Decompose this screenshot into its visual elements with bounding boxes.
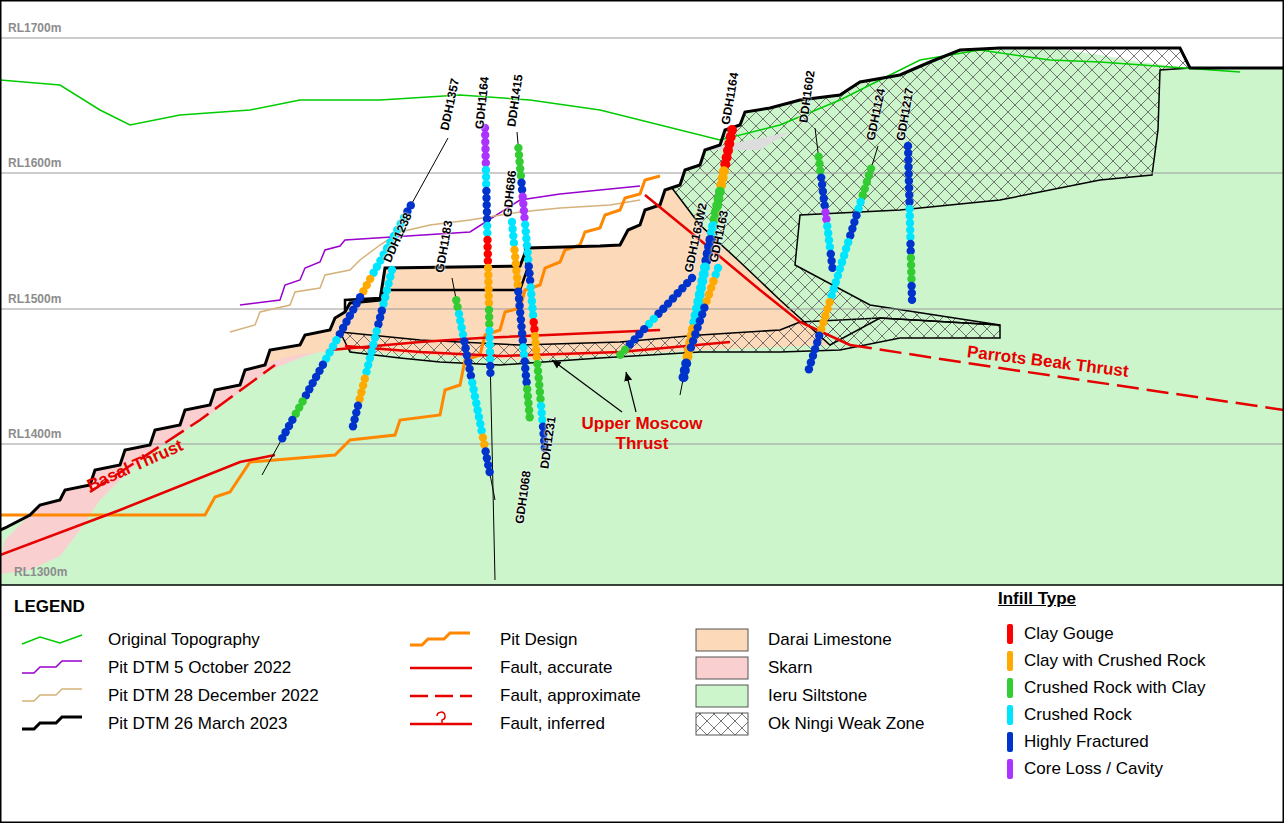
legend-text: Pit DTM 28 December 2022 bbox=[108, 686, 319, 706]
drill-hole bbox=[620, 278, 692, 355]
legend-text: Pit Design bbox=[500, 630, 577, 650]
legend-text: Fault, inferred bbox=[500, 714, 605, 734]
infill-dot bbox=[471, 392, 479, 400]
legend-hatch-sample bbox=[696, 713, 748, 735]
legend-line-sample bbox=[437, 712, 445, 724]
legend-text: Pit DTM 5 October 2022 bbox=[108, 658, 291, 678]
infill-dot bbox=[475, 413, 483, 421]
legend-line-sample bbox=[22, 717, 82, 729]
legend-swatch bbox=[1007, 759, 1013, 779]
infill-dot bbox=[463, 351, 471, 359]
rl-level: RL1700m bbox=[8, 22, 61, 36]
infill-dot bbox=[616, 351, 624, 359]
drill-hole bbox=[262, 138, 448, 475]
infill-dot bbox=[278, 434, 286, 442]
legend-text: Fault, accurate bbox=[500, 658, 612, 678]
infill-dot bbox=[457, 324, 465, 332]
infill-dot bbox=[486, 369, 494, 377]
rl-level: RL1400m bbox=[8, 428, 61, 442]
infill-dot bbox=[467, 372, 475, 380]
legend-swatch bbox=[1007, 678, 1013, 698]
rl-level: RL1300m bbox=[14, 566, 67, 580]
legend-swatch bbox=[1007, 651, 1013, 671]
infill-dot bbox=[484, 461, 492, 469]
legend-swatch bbox=[696, 657, 748, 679]
legend-line-sample bbox=[410, 695, 472, 698]
legend-swatch bbox=[1007, 732, 1013, 752]
legend-text: Highly Fractured bbox=[1024, 732, 1149, 752]
legend-line-sample bbox=[410, 633, 470, 645]
legend-line-sample bbox=[22, 635, 82, 644]
infill-dot bbox=[679, 372, 689, 382]
fault-name: Upper Moscow Thrust bbox=[572, 414, 712, 453]
legend-text: Clay Gouge bbox=[1024, 624, 1114, 644]
legend-line-sample bbox=[410, 723, 472, 726]
infill-dot bbox=[828, 264, 836, 272]
rl-level: RL1600m bbox=[8, 157, 61, 171]
legend-heading: LEGEND bbox=[14, 597, 85, 617]
legend-line-sample bbox=[410, 667, 472, 670]
infill-dot bbox=[485, 468, 493, 476]
drill-hole bbox=[808, 146, 878, 372]
legend-text: Core Loss / Cavity bbox=[1024, 759, 1163, 779]
legend-line-sample bbox=[22, 661, 82, 673]
legend-swatch bbox=[1007, 624, 1013, 644]
legend-text: Clay with Crushed Rock bbox=[1024, 651, 1205, 671]
legend-text: Darai Limestone bbox=[768, 630, 892, 650]
legend-text: Crushed Rock with Clay bbox=[1024, 678, 1205, 698]
legend-text: Pit DTM 26 March 2023 bbox=[108, 714, 288, 734]
drill-hole bbox=[452, 278, 495, 500]
rl-level: RL1500m bbox=[8, 293, 61, 307]
legend-swatch bbox=[696, 629, 748, 651]
legend-swatch bbox=[696, 685, 748, 707]
legend-text: Original Topography bbox=[108, 630, 260, 650]
legend-swatch bbox=[1007, 705, 1013, 725]
legend-text: Fault, approximate bbox=[500, 686, 641, 706]
legend-heading: Infill Type bbox=[998, 589, 1076, 609]
infill-dot bbox=[479, 433, 487, 441]
legend-text: Ok Ningi Weak Zone bbox=[768, 714, 925, 734]
infill-dot bbox=[687, 343, 695, 351]
infill-dot bbox=[526, 413, 534, 421]
legend-text: Skarn bbox=[768, 658, 812, 678]
infill-dot bbox=[908, 296, 916, 304]
drill-hole bbox=[680, 130, 732, 395]
legend-line-sample bbox=[22, 689, 82, 701]
legend-text: Crushed Rock bbox=[1024, 705, 1132, 725]
infill-dot bbox=[805, 365, 813, 373]
legend-text: Ieru Siltstone bbox=[768, 686, 867, 706]
drill-hole bbox=[352, 270, 392, 430]
infill-dot bbox=[349, 422, 357, 430]
